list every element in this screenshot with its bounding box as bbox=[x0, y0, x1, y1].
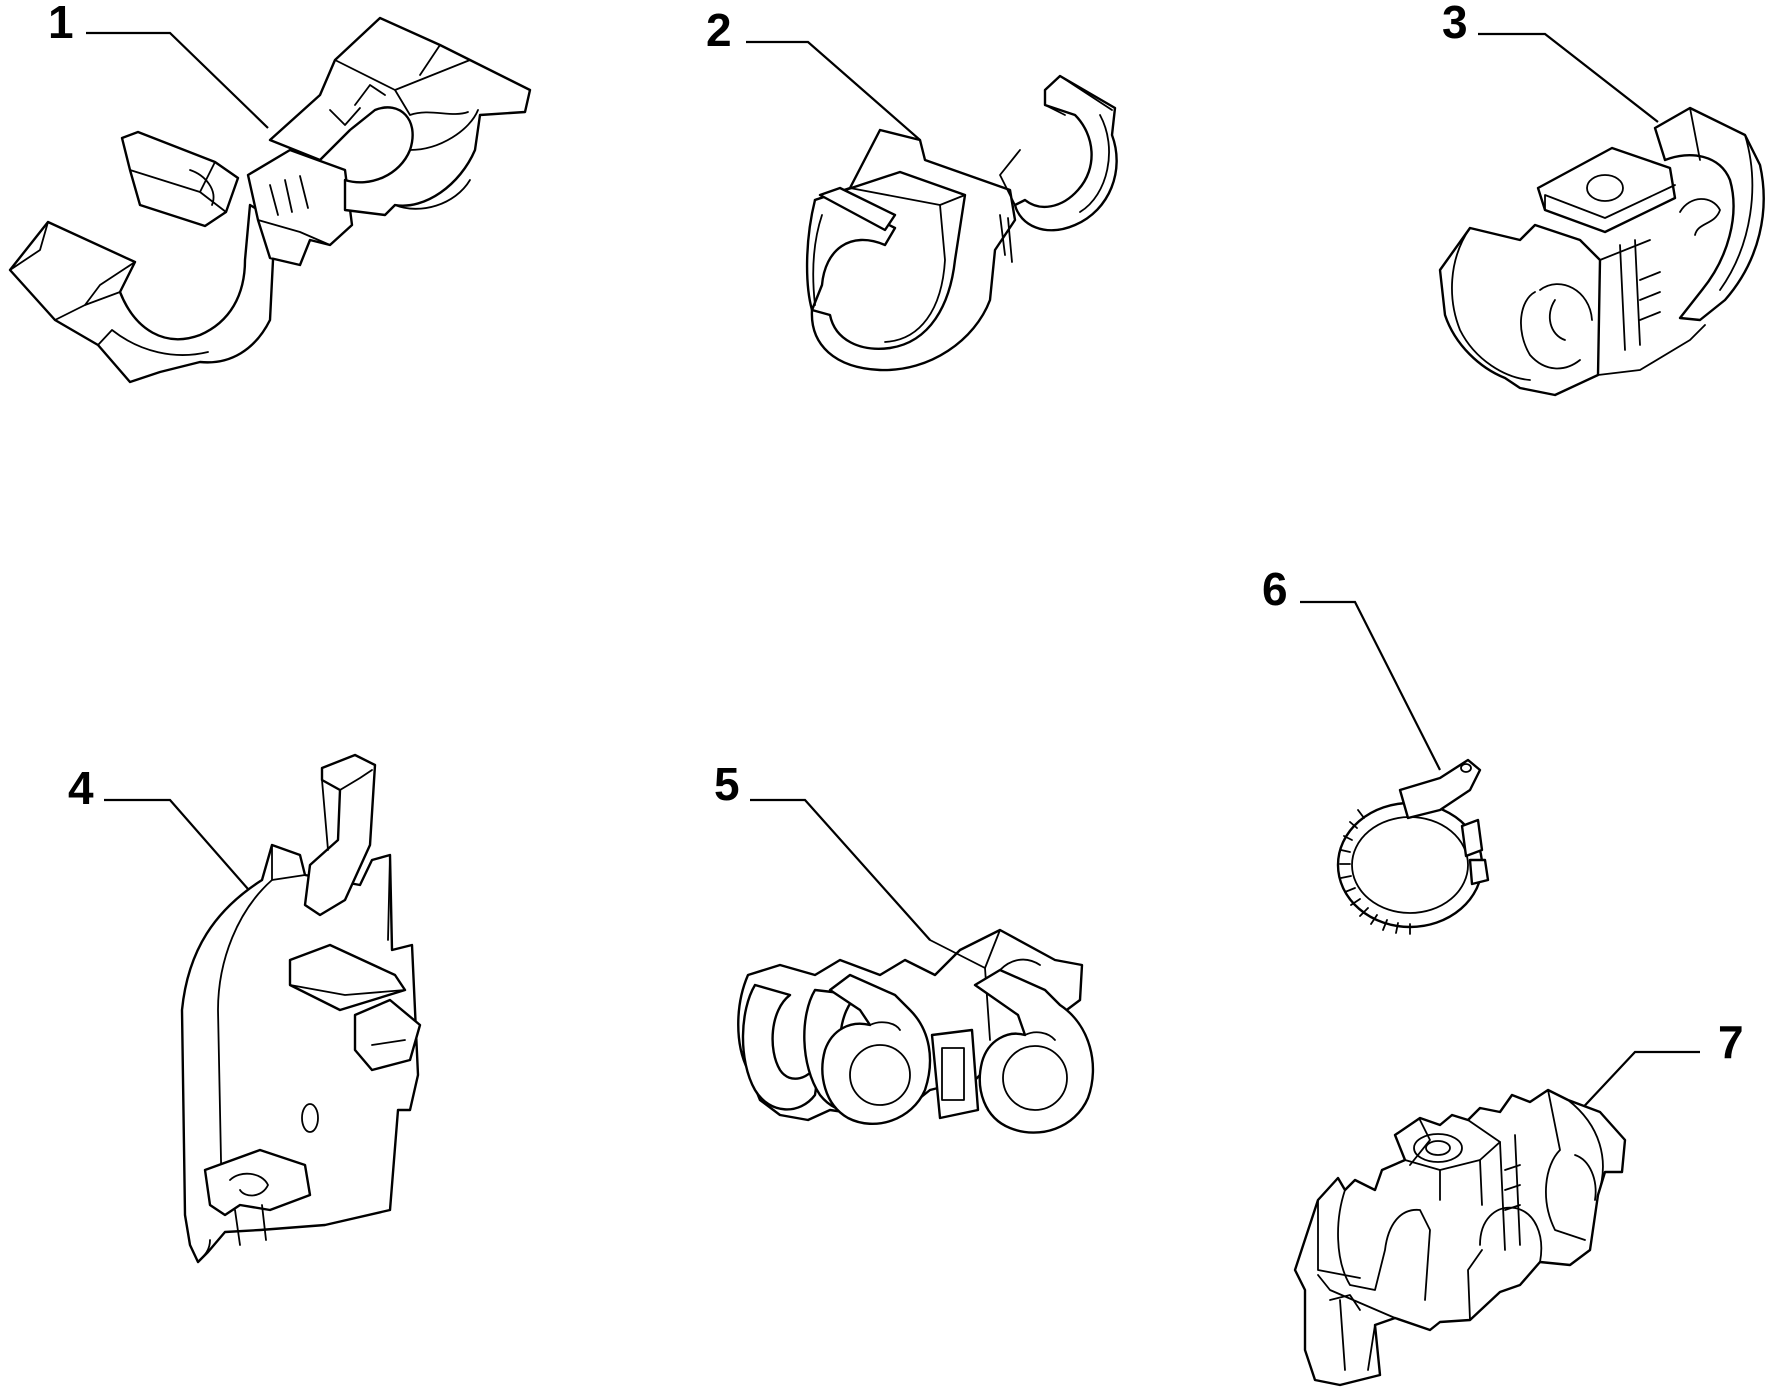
callout-number-6: 6 bbox=[1262, 563, 1288, 615]
leader-line-3 bbox=[1478, 32, 1659, 123]
leader-line-1 bbox=[86, 31, 269, 129]
leader-line-2 bbox=[746, 40, 921, 141]
part-5-double-ring-clip: 5 bbox=[714, 758, 1095, 1134]
part-2-loop-clip: 2 bbox=[706, 4, 1118, 372]
leader-line-5 bbox=[750, 798, 931, 941]
callout-number-1: 1 bbox=[48, 0, 74, 48]
callout-number-4: 4 bbox=[68, 762, 94, 814]
part-7-multi-clip: 7 bbox=[1293, 1016, 1744, 1387]
part-6-hose-clamp: 6 bbox=[1262, 563, 1490, 935]
leader-line-4 bbox=[104, 798, 263, 906]
part-3-bolt-clamp: 3 bbox=[1438, 0, 1765, 397]
part-4-bracket: 4 bbox=[68, 753, 422, 1264]
callout-number-2: 2 bbox=[706, 4, 732, 56]
callout-number-5: 5 bbox=[714, 758, 740, 810]
part-1-double-pipe-clip: 1 bbox=[8, 0, 532, 384]
leader-line-6 bbox=[1300, 600, 1441, 771]
callout-number-7: 7 bbox=[1718, 1016, 1744, 1068]
callout-number-3: 3 bbox=[1442, 0, 1468, 48]
